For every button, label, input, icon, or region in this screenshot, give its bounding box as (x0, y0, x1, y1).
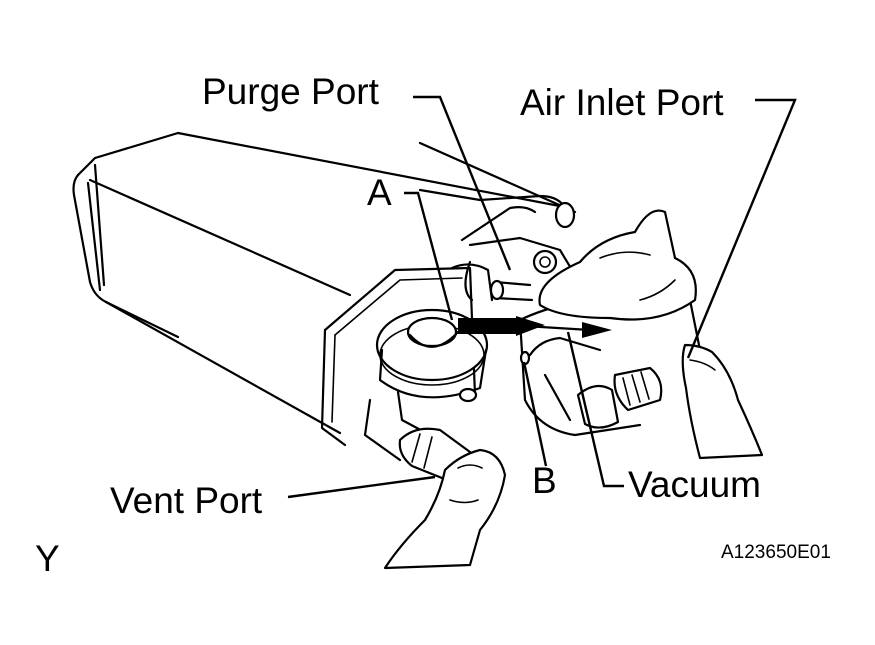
vent-port-label: Vent Port (110, 480, 263, 521)
a-label: A (367, 172, 392, 213)
vacuum-label: Vacuum (628, 464, 761, 505)
air-inlet-port-label: Air Inlet Port (520, 82, 724, 123)
purge-port-leader (413, 95, 512, 271)
b-label: B (532, 460, 557, 501)
figure-code: A123650E01 (721, 542, 831, 563)
leader-lines (287, 95, 797, 499)
charcoal-canister-icon (72, 131, 702, 484)
hand-pinching-vent-hose-icon (383, 448, 507, 570)
vacuum-direction-arrow-icon (458, 316, 612, 338)
vacuum-leader (566, 331, 624, 488)
corner-mark: Y (35, 538, 60, 579)
b-leader (522, 361, 548, 467)
air-inlet-port-leader (686, 98, 797, 359)
vent-port-leader (287, 475, 436, 499)
hand-holding-air-inlet-icon (538, 209, 764, 460)
purge-port-label: Purge Port (202, 71, 380, 112)
a-leader (404, 191, 454, 321)
